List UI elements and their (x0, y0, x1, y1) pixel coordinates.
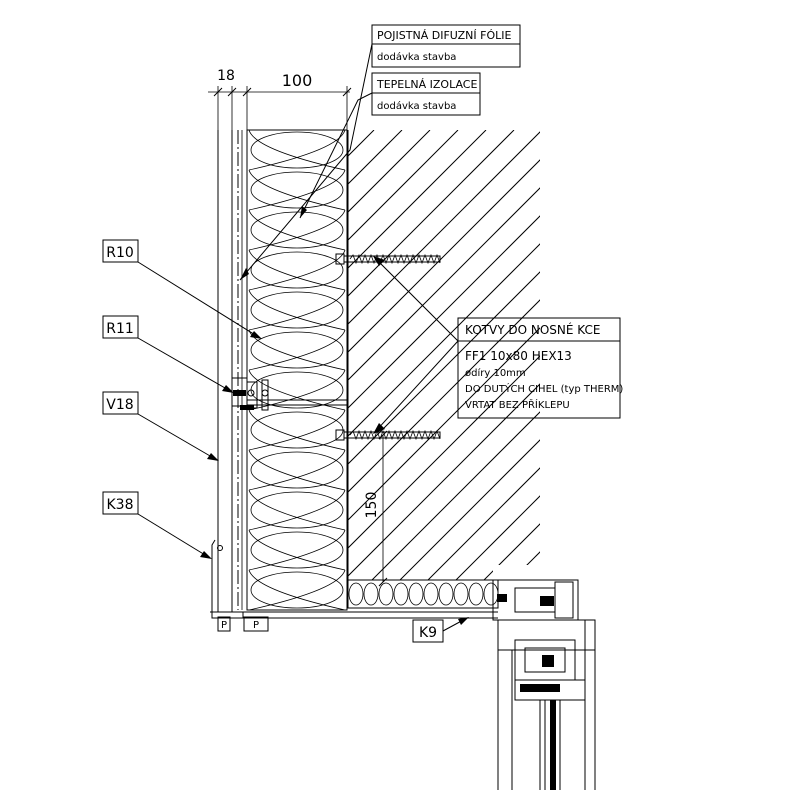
anchors-line4: VRTAT BEZ PŘÍKLEPU (465, 398, 570, 411)
hatch-line (632, 130, 800, 600)
callout-foil: POJISTNÁ DIFUZNÍ FÓLIE dodávka stavba (239, 24, 521, 281)
strip-loop (348, 582, 364, 606)
k38-profile (211, 539, 236, 619)
hatch-line (348, 130, 540, 580)
tag-r11: R11 (102, 315, 234, 393)
callout-anchors: KOTVY DO NOSNÉ KCE FF1 10x80 HEX13 ødíry… (373, 256, 623, 434)
insulation-loop (250, 331, 344, 369)
strip-loop (393, 582, 409, 606)
insulation-title: TEPELNÁ IZOLACE (376, 78, 477, 91)
hatch-line (348, 130, 459, 580)
anchors-line3: DO DUTÝCH CIHEL (typ THERM) (465, 382, 623, 395)
insulation-loop (250, 491, 344, 529)
tag-r10: R10 (102, 239, 262, 339)
strip-loop (438, 582, 454, 606)
dimension-spacing-label: 150 (364, 492, 380, 519)
strip-loop (453, 582, 469, 606)
hatch-line (348, 130, 540, 580)
hatch-line (716, 130, 800, 600)
dimension-cladding-label: 18 (217, 68, 235, 84)
r11-label: R11 (106, 321, 134, 337)
hatch-line (744, 130, 800, 600)
anchor-upper (335, 253, 441, 265)
insulation-subtitle: dodávka stavba (377, 100, 456, 112)
insulation-pattern (248, 130, 346, 610)
insulation-loop (250, 531, 344, 569)
dimension-150: 150 (364, 430, 388, 587)
hatch-line (576, 130, 800, 600)
cladding-panel (217, 130, 233, 613)
hatch-line (548, 130, 800, 600)
hatch-line (348, 130, 540, 580)
insulation-loop (250, 171, 344, 209)
r11-bracket (231, 377, 348, 411)
k9-label: K9 (419, 625, 437, 641)
tag-k9: K9 (412, 617, 469, 643)
p2-label: P (253, 620, 259, 631)
p1-label: P (221, 620, 227, 631)
thermal-insulation (246, 129, 348, 611)
hatch-line (491, 130, 540, 580)
foil-subtitle: dodávka stavba (377, 51, 456, 63)
hatch-line (348, 130, 375, 580)
hatch-line (348, 130, 540, 580)
insulation-loop (250, 291, 344, 329)
strip-loop (408, 582, 424, 606)
hatch-line (348, 130, 515, 580)
tag-p-right: P (243, 616, 269, 632)
hatch-line (660, 130, 800, 600)
anchors-line2: ødíry 10mm (465, 367, 526, 379)
callout-insulation: TEPELNÁ IZOLACE dodávka stavba (299, 72, 481, 219)
dimension-insulation-label: 100 (282, 71, 313, 90)
hatch-line (348, 130, 487, 580)
hatch-line (604, 130, 800, 600)
insulation-loop (250, 251, 344, 289)
dimension-18: 18 100 (208, 68, 352, 130)
foil-title: POJISTNÁ DIFUZNÍ FÓLIE (377, 29, 511, 42)
insulation-loop (250, 131, 344, 169)
strip-loop (468, 582, 484, 606)
hatch-line (772, 130, 800, 600)
strip-loop (423, 582, 439, 606)
hatch-line (348, 130, 540, 580)
reveal-insulation-strip (347, 579, 499, 609)
hatch-line (348, 130, 540, 580)
strip-loop (483, 582, 499, 606)
hatch-line (519, 130, 540, 580)
anchors-line1: FF1 10x80 HEX13 (465, 349, 572, 363)
tag-k38: K38 (102, 491, 212, 559)
tag-p-left: P (217, 616, 231, 632)
window-frame (492, 579, 596, 790)
insulation-loop (250, 451, 344, 489)
diffusion-membrane (237, 130, 243, 610)
hatch-line (351, 130, 540, 580)
hatch-line (379, 130, 540, 580)
hatch-line (348, 130, 540, 580)
anchor-lower (335, 429, 441, 441)
insulation-loop (250, 571, 344, 609)
soffit-board (210, 611, 498, 619)
strip-loop (378, 582, 394, 606)
strip-loop (363, 582, 379, 606)
k38-label: K38 (107, 497, 134, 513)
tag-v18: V18 (102, 391, 219, 461)
hatch-line (348, 130, 540, 580)
hatch-line (407, 130, 540, 580)
hatch-line (348, 130, 431, 580)
insulation-loop (250, 211, 344, 249)
masonry-wall (0, 130, 800, 600)
hatch-line (348, 130, 540, 580)
r10-label: R10 (106, 245, 134, 261)
hatch-line (0, 130, 346, 600)
hatch-line (688, 130, 800, 600)
anchors-title: KOTVY DO NOSNÉ KCE (465, 322, 600, 337)
hatch-line (435, 130, 540, 580)
insulation-loop (250, 411, 344, 449)
hatch-line (348, 130, 540, 580)
v18-label: V18 (106, 397, 133, 413)
hatch-line (463, 130, 540, 580)
